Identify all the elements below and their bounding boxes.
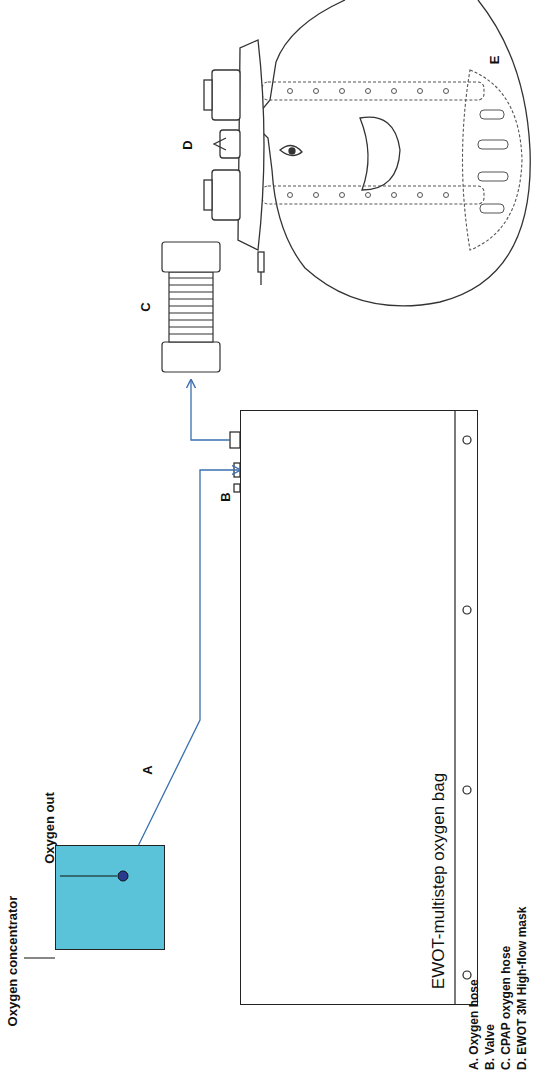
hose-ridge: [169, 305, 213, 306]
legend-entry: D. EWOT 3M High-flow mask: [516, 907, 529, 1070]
mask-straps: [262, 70, 522, 250]
circle-shape: [463, 786, 471, 794]
rect-shape: [220, 130, 240, 158]
hose-ridge: [169, 319, 213, 320]
hose-ridge: [169, 284, 213, 285]
strap-hole: [314, 193, 319, 198]
rect-shape: [204, 180, 212, 210]
head-strap-slots: [478, 110, 508, 213]
callout-letter: D: [181, 140, 195, 149]
strap-holes: [288, 89, 449, 198]
leader-line: [24, 958, 55, 959]
callout-letter: C: [139, 302, 153, 311]
strap-hole: [340, 89, 345, 94]
rect-shape: [262, 82, 484, 100]
line-shape: [260, 272, 261, 285]
strap-hole: [418, 89, 423, 94]
outlet-line: [191, 380, 230, 440]
strap-hole: [366, 89, 371, 94]
hose-ridge: [169, 277, 213, 278]
high-flow-mask: [204, 40, 264, 285]
oxygen-concentrator-box: Oxygen concentrator: [55, 845, 165, 950]
callout-letter: A: [141, 765, 155, 774]
cpap-hose: [162, 242, 220, 372]
rect-shape: [162, 242, 220, 272]
rect-shape: [212, 170, 240, 220]
circle-shape: [289, 148, 295, 154]
circle-shape: [463, 606, 471, 614]
oxygen-hose: [139, 470, 240, 845]
path-shape: [252, 0, 530, 306]
rect-shape: [162, 342, 220, 372]
circle-shape: [463, 971, 471, 979]
bag-header: [455, 411, 471, 1004]
oxygen-outlet-dot: [118, 871, 128, 881]
rect-shape: [478, 140, 508, 149]
strap-hole: [340, 193, 345, 198]
g-shape: [169, 278, 213, 334]
hose-ridge: [169, 312, 213, 313]
path-shape: [360, 117, 400, 190]
line-shape: [454, 411, 455, 1004]
rect-shape: [212, 70, 240, 120]
strap-hole: [314, 89, 319, 94]
legend-entry: A. Oxygen hose: [468, 979, 481, 1070]
strap-hole: [392, 89, 397, 94]
hose-ridge: [169, 291, 213, 292]
path-shape: [280, 145, 302, 155]
hose-ridge: [169, 333, 213, 334]
strap-hole: [444, 193, 449, 198]
path-shape: [238, 40, 264, 250]
legend-entry: B. Valve: [484, 1024, 497, 1070]
strap-hole: [288, 193, 293, 198]
rect-shape: [480, 204, 504, 213]
strap-hole: [392, 193, 397, 198]
strap-hole: [418, 193, 423, 198]
head-outline: [252, 0, 530, 306]
legend-entry: C. CPAP oxygen hose: [500, 946, 513, 1070]
hose-ridge: [169, 298, 213, 299]
rect-shape: [204, 80, 212, 110]
strap-hole: [366, 193, 371, 198]
device-label: Oxygen concentrator: [6, 896, 20, 1027]
outlet-label: Oxygen out: [43, 792, 57, 864]
valve: [230, 432, 240, 492]
callout-letter: E: [488, 56, 502, 65]
oxygen-bag: EWOT-multistep oxygen bag: [240, 410, 478, 1005]
rect-shape: [258, 252, 264, 272]
rect-shape: [262, 186, 484, 204]
path-shape: [214, 138, 226, 150]
rect-shape: [478, 172, 508, 181]
leader-line: [60, 876, 117, 877]
path-shape: [463, 70, 523, 250]
rect-shape: [230, 432, 240, 448]
hose-ridge: [169, 326, 213, 327]
circle-shape: [463, 436, 471, 444]
strap-hole: [444, 89, 449, 94]
bag-title: EWOT-multistep oxygen bag: [430, 773, 449, 989]
rect-shape: [480, 110, 504, 119]
callout-letter: B: [219, 492, 233, 501]
rect-shape: [169, 272, 213, 342]
strap-hole: [288, 89, 293, 94]
